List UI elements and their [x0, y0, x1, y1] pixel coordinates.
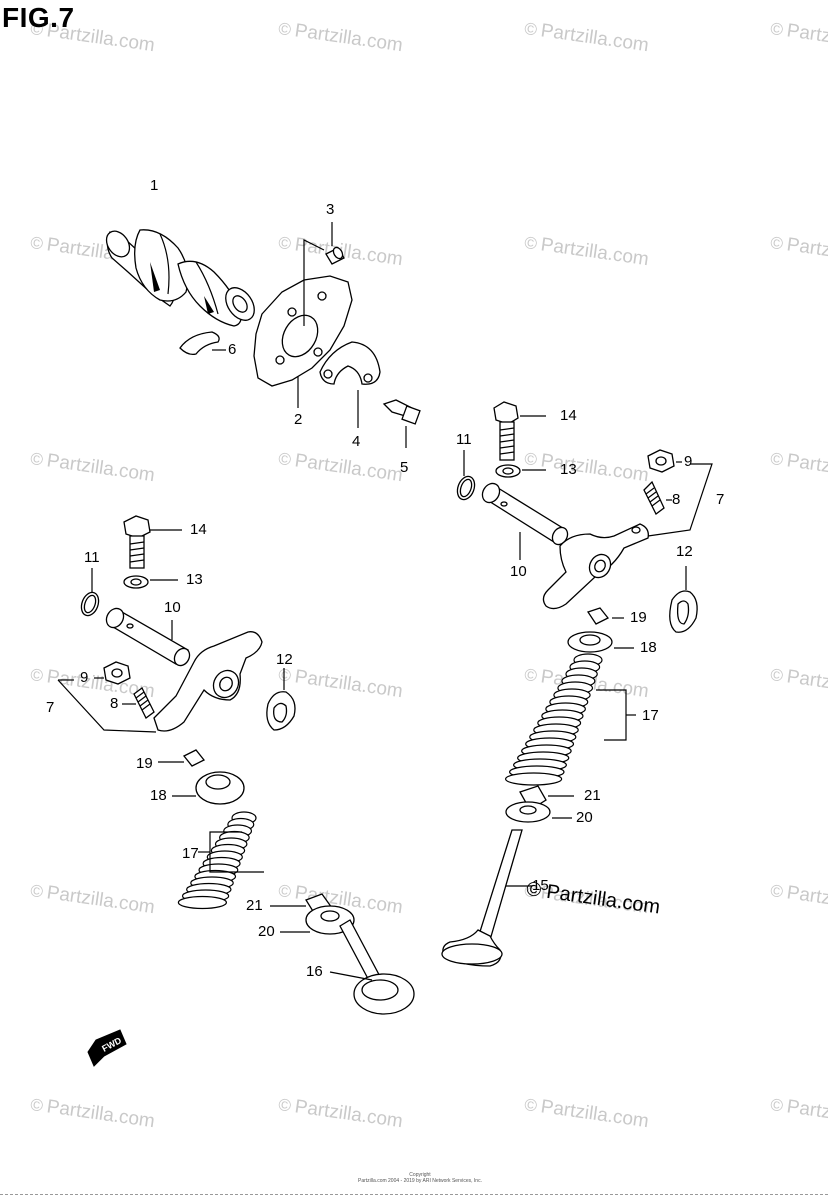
- callout-15: 15: [532, 877, 549, 894]
- washer-part-13-right: [495, 464, 546, 478]
- bolt-part-14-left: [123, 515, 182, 569]
- callout-20-left: 20: [258, 923, 275, 940]
- callout-17-left: 17: [182, 845, 199, 862]
- bolt-part-5: [382, 399, 421, 448]
- rocker-shaft-part-10-left: [105, 607, 191, 667]
- callout-10-left: 10: [164, 599, 181, 616]
- dowel-pin-part-3: [303, 222, 345, 326]
- valve-part-16: [329, 919, 415, 1015]
- cap-part-12-right: [669, 566, 698, 633]
- adjusting-screw-part-8-left: [122, 687, 155, 719]
- callout-19-right: 19: [630, 609, 647, 626]
- bracket-17-right: [596, 689, 627, 741]
- callout-3: 3: [326, 201, 335, 218]
- valve-springs-part-17-left: [177, 811, 257, 910]
- copyright-line-1: Copyright: [409, 1172, 431, 1178]
- cotter-part-19-left: [158, 749, 206, 767]
- bottom-divider: [0, 1194, 828, 1195]
- callout-1: 1: [150, 177, 159, 194]
- callout-9-right: 9: [684, 453, 693, 470]
- washer-part-13-left: [123, 575, 178, 589]
- callout-20-right: 20: [576, 809, 593, 826]
- cam-sprocket-part-2: [253, 275, 353, 408]
- spring-retainer-part-18-right: [567, 631, 634, 653]
- callout-19-left: 19: [136, 755, 153, 772]
- callout-16: 16: [306, 963, 323, 980]
- callout-10-right: 10: [510, 563, 527, 580]
- callout-13-left: 13: [186, 571, 203, 588]
- callout-8-left: 8: [110, 695, 119, 712]
- nut-part-9-left: [94, 661, 131, 685]
- callout-12-left: 12: [276, 651, 293, 668]
- callout-21-right: 21: [584, 787, 601, 804]
- valve-springs-part-17-right: [504, 653, 603, 786]
- callout-11-left: 11: [84, 549, 100, 566]
- spring-coil: [504, 772, 563, 786]
- adjusting-screw-part-8-right: [643, 480, 672, 515]
- copyright-line-2: Partzilla.com 2004 - 2019 by ARI Network…: [358, 1178, 482, 1184]
- callout-7-right: 7: [716, 491, 725, 508]
- spring-seat-part-20-right: [505, 801, 572, 823]
- callout-18-left: 18: [150, 787, 167, 804]
- callout-5: 5: [400, 459, 409, 476]
- fwd-arrow-icon: FWD: [87, 1029, 127, 1067]
- cap-part-12-left: [266, 668, 296, 731]
- o-ring-part-11-left: [80, 568, 100, 617]
- rocker-shaft-part-10-right: [481, 482, 569, 560]
- watermark-strong-symbol: ©: [524, 878, 543, 902]
- cotter-part-19-right: [586, 607, 624, 625]
- callout-17-right: 17: [642, 707, 659, 724]
- callout-21-left: 21: [246, 897, 263, 914]
- valve-part-15: [441, 829, 532, 967]
- callout-11-right: 11: [456, 431, 472, 448]
- callout-12-right: 12: [676, 543, 693, 560]
- callout-18-right: 18: [640, 639, 657, 656]
- callout-8-right: 8: [672, 491, 681, 508]
- copyright-notice: Copyright Partzilla.com 2004 - 2019 by A…: [340, 1172, 500, 1184]
- callout-14-right: 14: [560, 407, 577, 424]
- callout-9-left: 9: [80, 669, 89, 686]
- callout-7-left: 7: [46, 699, 55, 716]
- camshaft-part-1: [105, 229, 255, 327]
- rocker-arm-part-7-right: [542, 463, 713, 610]
- callout-4: 4: [352, 433, 361, 450]
- callout-14-left: 14: [190, 521, 207, 538]
- callout-6: 6: [228, 341, 237, 358]
- spring-coil: [177, 895, 227, 910]
- bolt-part-14-right: [493, 401, 546, 461]
- callout-2: 2: [294, 411, 303, 428]
- rocker-arm-part-7-left: [57, 631, 263, 733]
- nut-part-9-right: [647, 449, 682, 473]
- clip-part-6: [179, 331, 226, 356]
- retainer-plate-part-4: [319, 341, 381, 428]
- spring-retainer-part-18-left: [172, 771, 245, 805]
- o-ring-part-11-right: [456, 450, 476, 501]
- callout-13-right: 13: [560, 461, 577, 478]
- figure-title: FIG.7: [2, 2, 75, 33]
